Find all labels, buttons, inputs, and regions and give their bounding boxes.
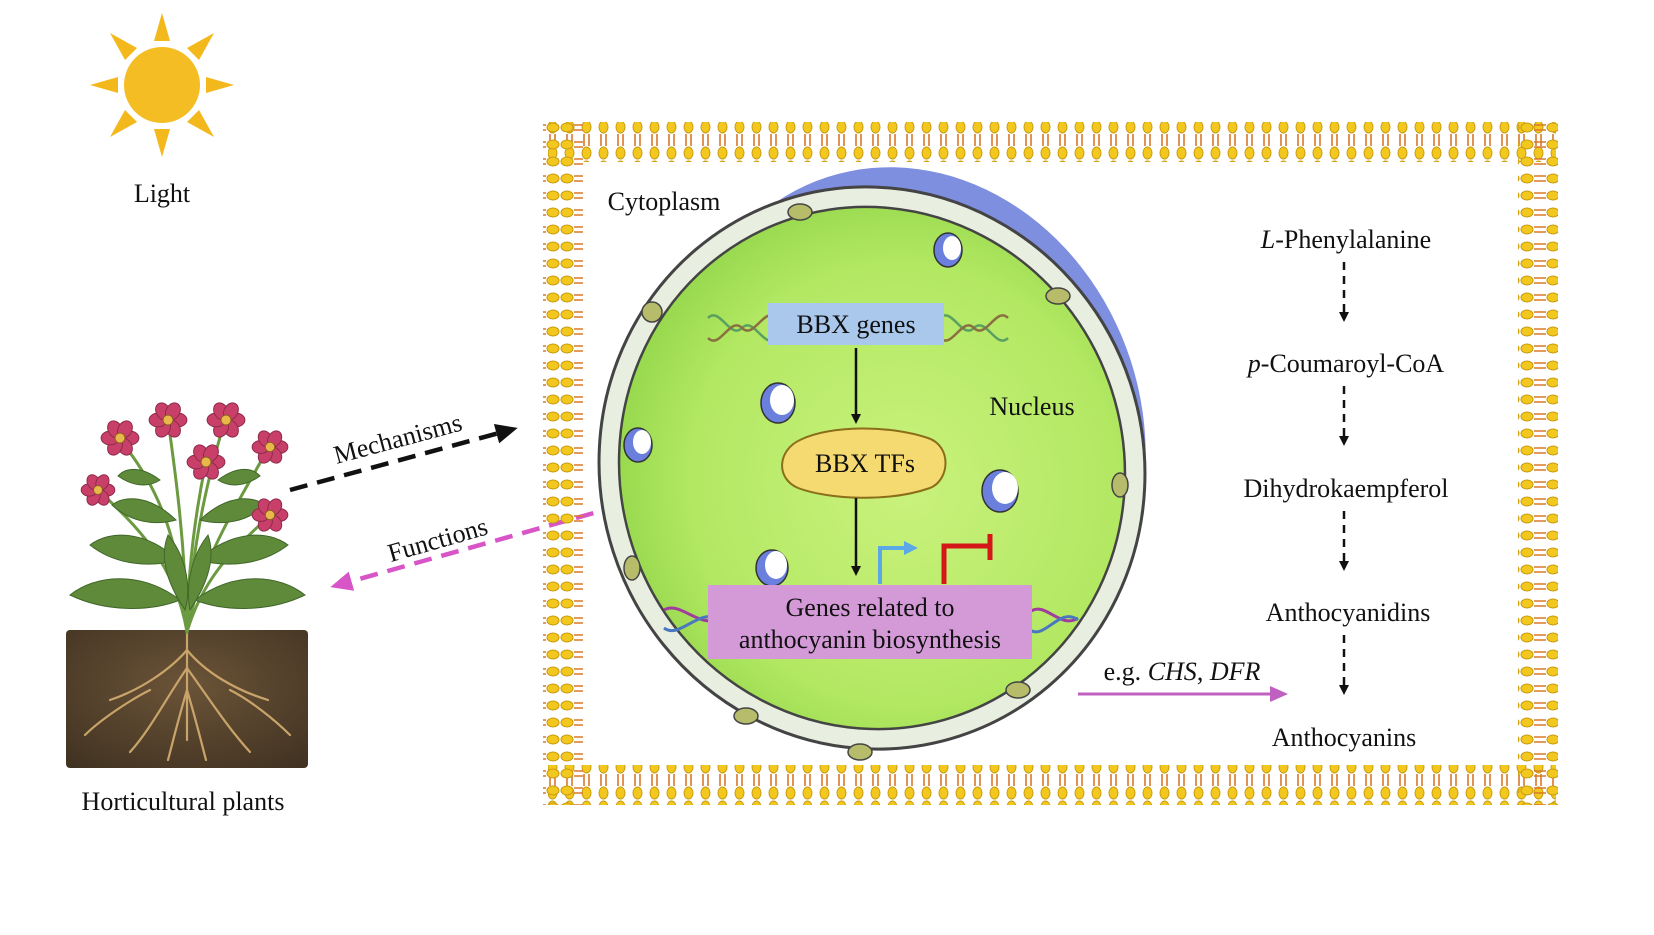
pathway-step-text: -Phenylalanine xyxy=(1275,225,1431,254)
flower-icon xyxy=(100,420,140,456)
pathway-step-italic: p xyxy=(1246,349,1261,378)
enzyme-gene1: CHS xyxy=(1148,657,1197,686)
bbx-tfs-shape xyxy=(781,427,947,499)
pathway-step: p-Coumaroyl-CoA xyxy=(1246,349,1445,378)
cell-membrane xyxy=(543,122,1558,805)
flower-icon xyxy=(251,498,289,532)
dna-icon xyxy=(707,314,1009,342)
nucleus-label: Nucleus xyxy=(989,392,1074,421)
light-label: Light xyxy=(134,179,191,208)
sun-icon xyxy=(90,13,234,157)
flower-icon xyxy=(186,444,226,480)
plants-label: Horticultural plants xyxy=(82,787,285,816)
flower-icon xyxy=(206,402,246,438)
pathway-step: L-Phenylalanine xyxy=(1260,225,1431,254)
bbx-genes-box xyxy=(768,303,944,345)
pathway-step: Anthocyanins xyxy=(1272,723,1416,752)
target-genes-line2: anthocyanin biosynthesis xyxy=(739,625,1001,654)
flower-icon xyxy=(251,430,289,464)
enzyme-prefix: e.g. xyxy=(1104,657,1148,686)
enzyme-gene2: DFR xyxy=(1209,657,1261,686)
mechanisms-arrow xyxy=(289,424,518,493)
flower-icon xyxy=(80,474,116,506)
flower-icon xyxy=(148,402,188,438)
bbx-genes-label: BBX genes xyxy=(796,310,915,339)
pathway-step-text: Dihydrokaempferol xyxy=(1243,474,1448,503)
repression-icon xyxy=(941,534,993,584)
activation-arrow-icon xyxy=(878,541,918,584)
cytoplasm-label: Cytoplasm xyxy=(608,187,721,216)
pathway-step-text: -Coumaroyl-CoA xyxy=(1261,349,1445,378)
target-genes-box xyxy=(708,585,1032,659)
plant-illustration xyxy=(66,402,308,768)
pathway-step-italic: L xyxy=(1260,225,1275,254)
target-genes-line1: Genes related to xyxy=(786,593,955,622)
enzyme-label: e.g. CHS, DFR xyxy=(1104,657,1261,686)
pathway: L-Phenylalanine p-Coumaroyl-CoA Dihydrok… xyxy=(1243,225,1448,752)
pathway-step: Dihydrokaempferol xyxy=(1243,474,1448,503)
pathway-step-text: Anthocyanins xyxy=(1272,723,1416,752)
enzyme-sep: , xyxy=(1197,657,1210,686)
bbx-tfs-label: BBX TFs xyxy=(815,449,915,478)
pathway-step-text: Anthocyanidins xyxy=(1266,598,1431,627)
functions-label: Functions xyxy=(384,512,491,568)
pathway-step: Anthocyanidins xyxy=(1266,598,1431,627)
flowers xyxy=(80,402,289,532)
mechanisms-label: Mechanisms xyxy=(331,408,465,470)
